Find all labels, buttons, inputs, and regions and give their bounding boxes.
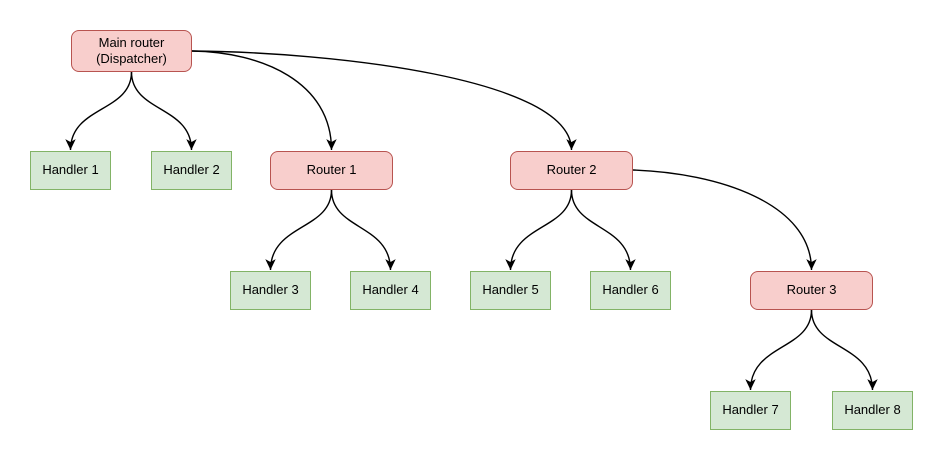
node-handler-3: Handler 3 xyxy=(230,271,311,310)
node-handler-2-label: Handler 2 xyxy=(163,162,220,178)
node-main-router-label: Main router (Dispatcher) xyxy=(96,34,167,66)
node-handler-5-label: Handler 5 xyxy=(482,282,539,298)
node-handler-1-label: Handler 1 xyxy=(42,162,99,178)
node-handler-8: Handler 8 xyxy=(832,391,913,430)
edge-router-2-to-handler-5 xyxy=(505,189,573,271)
node-handler-6-label: Handler 6 xyxy=(602,282,659,298)
edge-main-router-to-router-1 xyxy=(191,50,337,151)
node-main-router: Main router (Dispatcher) xyxy=(71,30,192,72)
node-handler-7-label: Handler 7 xyxy=(722,402,779,418)
edge-router-3-to-handler-7 xyxy=(745,309,813,391)
edge-main-router-to-router-2 xyxy=(191,50,577,151)
node-handler-7: Handler 7 xyxy=(710,391,791,430)
node-handler-1: Handler 1 xyxy=(30,151,111,190)
node-handler-6: Handler 6 xyxy=(590,271,671,310)
node-router-2: Router 2 xyxy=(510,151,633,190)
node-router-3: Router 3 xyxy=(750,271,873,310)
edge-router-3-to-handler-8 xyxy=(810,309,878,391)
edge-main-router-to-handler-2 xyxy=(130,71,197,151)
node-router-1: Router 1 xyxy=(270,151,393,190)
node-handler-2: Handler 2 xyxy=(151,151,232,190)
node-router-2-label: Router 2 xyxy=(546,162,597,178)
node-router-1-label: Router 1 xyxy=(306,162,357,178)
edge-router-1-to-handler-4 xyxy=(330,189,396,271)
edge-router-2-to-handler-6 xyxy=(570,189,636,271)
edge-main-router-to-handler-1 xyxy=(65,71,133,151)
node-handler-3-label: Handler 3 xyxy=(242,282,299,298)
node-handler-8-label: Handler 8 xyxy=(844,402,901,418)
node-handler-4: Handler 4 xyxy=(350,271,431,310)
edge-router-1-to-handler-3 xyxy=(265,189,333,271)
node-handler-5: Handler 5 xyxy=(470,271,551,310)
node-router-3-label: Router 3 xyxy=(786,282,837,298)
node-handler-4-label: Handler 4 xyxy=(362,282,419,298)
edge-router-2-to-router-3 xyxy=(632,169,817,271)
